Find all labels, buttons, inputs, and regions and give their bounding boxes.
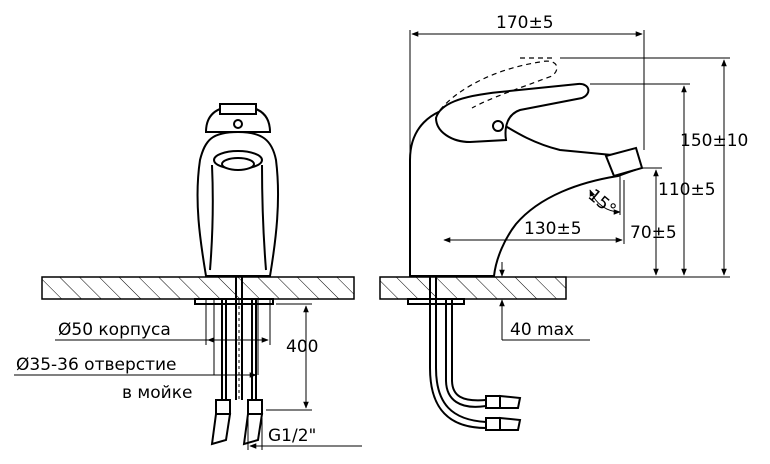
hole-diameter-label-2: в мойке: [122, 383, 192, 403]
angle-label: 15°: [584, 185, 620, 220]
overall-height-label: 150±10: [680, 131, 748, 151]
countertop-left: [41, 276, 355, 300]
mounting-plate: [194, 298, 274, 305]
hose-fitting-right: [247, 399, 263, 415]
spout-reach-label: 130±5: [524, 219, 582, 239]
hose-length-label: 400: [286, 337, 318, 357]
handle-raised-dashed: [439, 60, 558, 111]
handle-side: [434, 82, 590, 144]
spout-height-label: 110±5: [658, 180, 716, 200]
hole-diameter-label: Ø35-36 отверстие: [16, 355, 177, 375]
overall-length-label: 170±5: [496, 13, 554, 33]
thread-label: G1/2": [268, 426, 316, 446]
countertop-right: [379, 276, 567, 300]
front-view: Ø50 корпуса Ø35-36 отверстие в мойке 400…: [14, 103, 362, 450]
max-thickness-label: 40 max: [510, 320, 574, 340]
hose-fitting-left: [215, 399, 231, 415]
aerator-height-label: 70±5: [630, 223, 677, 243]
side-view: 170±5 150±10 110±5 70±5 15° 130±5 40 max: [379, 13, 748, 431]
body-diameter-label: Ø50 корпуса: [58, 320, 171, 340]
